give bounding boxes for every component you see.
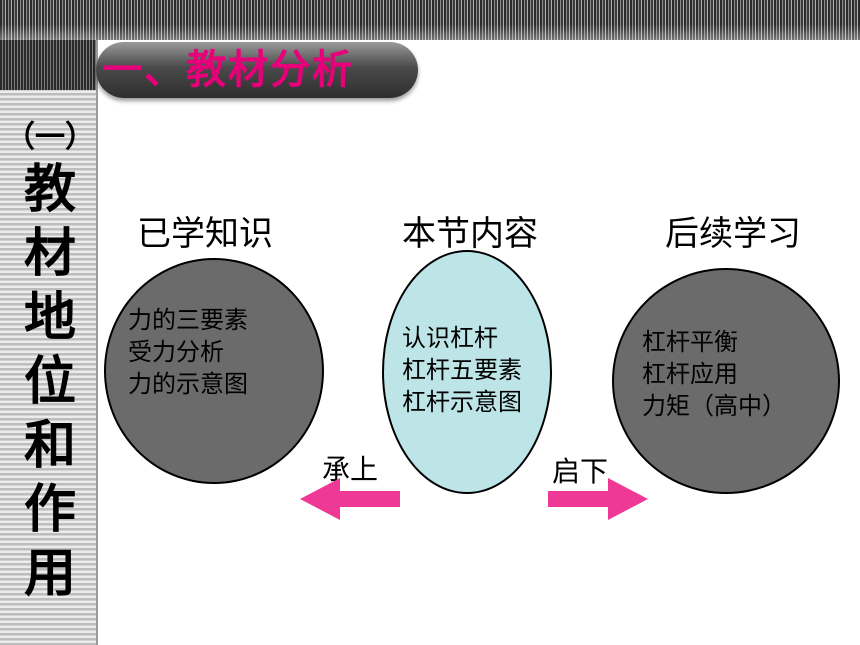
arrow-right-icon <box>548 478 648 520</box>
slide-title: 一、教材分析 <box>102 47 354 93</box>
vertical-char: 材 <box>23 223 76 284</box>
list-item: 杠杆平衡 <box>642 328 738 356</box>
vertical-char: 位 <box>23 351 76 412</box>
this-lesson-list: 认识杠杆 杠杆五要素 杠杆示意图 <box>402 322 522 418</box>
title-pill <box>96 42 418 98</box>
heading-future-learning: 后续学习 <box>665 214 801 254</box>
heading-this-lesson: 本节内容 <box>402 214 538 254</box>
future-learning-circle <box>612 268 840 494</box>
vertical-char: 地 <box>23 287 76 348</box>
list-item: 杠杆应用 <box>642 360 738 388</box>
arrow-left-icon <box>300 478 400 520</box>
left-decorative-bar <box>0 40 98 645</box>
future-learning-list: 杠杆平衡 杠杆应用 力矩（高中） <box>642 326 786 422</box>
vertical-char: 教 <box>23 159 76 220</box>
list-item: 杠杆示意图 <box>402 388 522 416</box>
list-item: 杠杆五要素 <box>402 356 522 384</box>
lead-label: 启下 <box>552 455 609 488</box>
list-item: 力的示意图 <box>128 370 248 398</box>
left-bar-dark-strip <box>0 40 96 90</box>
list-item: 受力分析 <box>128 338 224 366</box>
vertical-char: 和 <box>23 415 76 476</box>
top-decorative-band <box>0 0 860 40</box>
inherit-label: 承上 <box>322 453 379 486</box>
vertical-char: 用 <box>23 543 76 604</box>
vertical-char: 作 <box>23 479 76 540</box>
list-item: 力矩（高中） <box>642 392 786 420</box>
list-item: 力的三要素 <box>128 306 248 334</box>
section-marker: （一） <box>5 120 95 155</box>
top-band-fade <box>0 0 860 40</box>
vertical-heading: 教 材 地 位 和 作 用 <box>18 158 82 606</box>
prior-knowledge-circle <box>104 258 324 484</box>
list-item: 认识杠杆 <box>402 324 498 352</box>
this-lesson-ellipse <box>382 250 552 494</box>
heading-prior-knowledge: 已学知识 <box>137 214 273 254</box>
prior-knowledge-list: 力的三要素 受力分析 力的示意图 <box>128 304 248 400</box>
